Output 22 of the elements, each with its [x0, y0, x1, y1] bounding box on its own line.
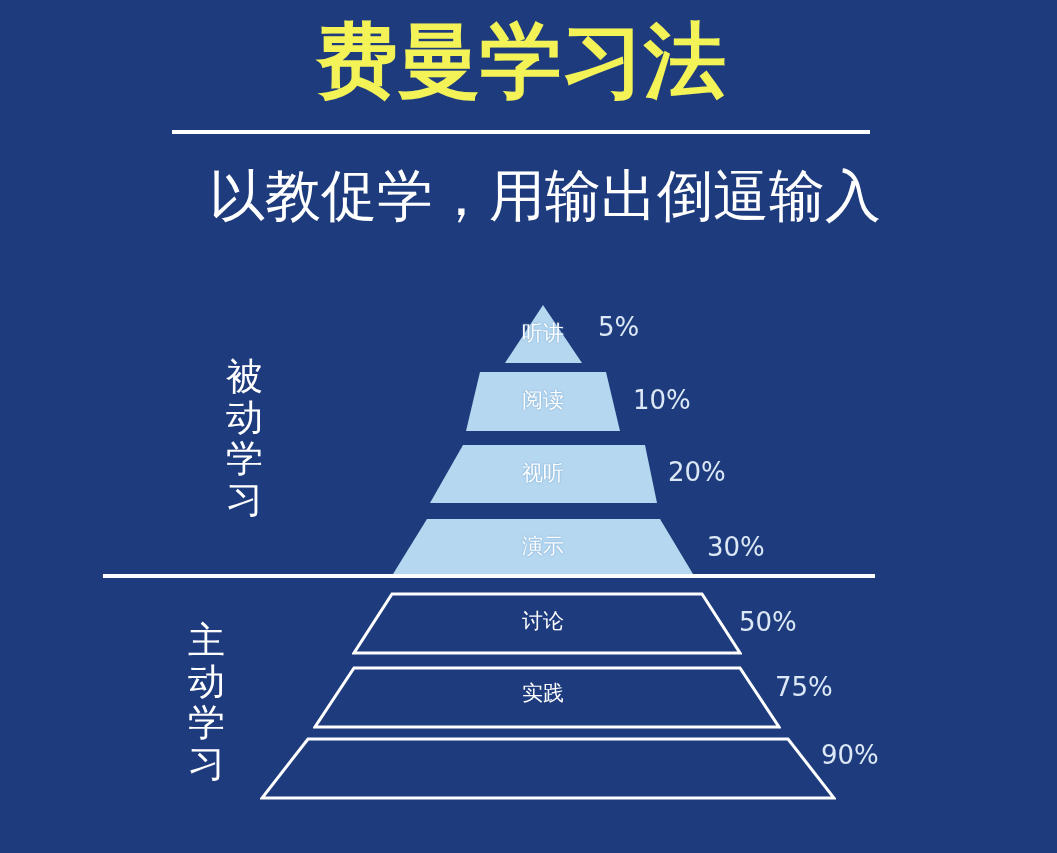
percentage-label: 5%: [598, 312, 640, 342]
band-label: 视听: [522, 462, 564, 486]
section-label: 被动学习: [226, 356, 263, 520]
pyramid-band: [352, 592, 742, 655]
section-label: 主动学习: [188, 620, 225, 784]
pyramid-band: [393, 519, 693, 574]
subtitle: 以教促学，用输出倒逼输入: [209, 164, 881, 229]
percentage-label: 90%: [821, 740, 879, 770]
title: 费曼学习法: [316, 14, 726, 109]
percentage-label: 50%: [739, 607, 797, 637]
band-label: 演示: [522, 535, 564, 559]
percentage-label: 20%: [668, 457, 726, 487]
band-label: 听讲: [522, 322, 564, 346]
percentage-label: 75%: [775, 672, 833, 702]
band-label: 阅读: [522, 389, 564, 413]
pyramid-tip: [505, 305, 582, 363]
percentage-label: 30%: [707, 532, 765, 562]
pyramid-band: [466, 372, 620, 431]
band-label: 讨论: [522, 610, 564, 634]
pyramid-band: [430, 445, 657, 503]
band-label: 实践: [522, 682, 564, 706]
percentage-label: 10%: [633, 385, 691, 415]
